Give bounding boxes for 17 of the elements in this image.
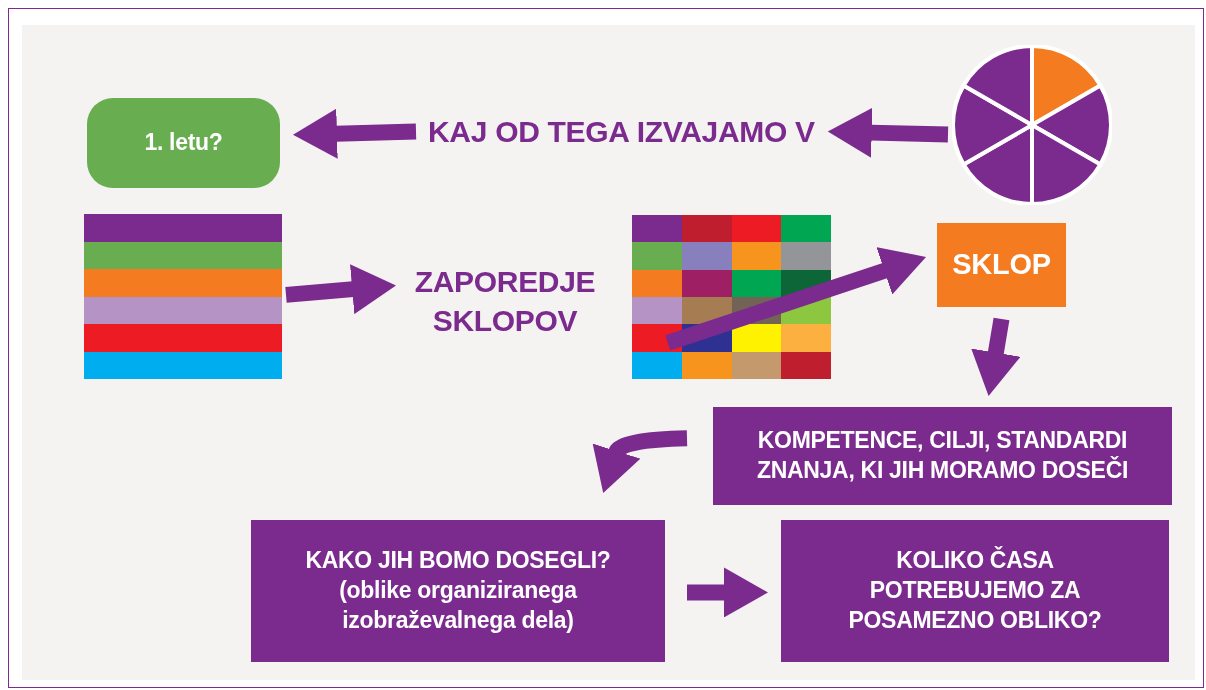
box-text: (oblike organiziranega izobraževalnega dela) bbox=[338, 576, 579, 635]
arrow bbox=[285, 264, 396, 315]
color-grid-drawing bbox=[632, 215, 831, 379]
arrow bbox=[594, 430, 688, 490]
rounded-box: 1. letu? bbox=[87, 98, 280, 188]
arrow bbox=[687, 567, 768, 618]
arrow bbox=[293, 108, 417, 159]
arrow bbox=[665, 247, 927, 351]
color-stripes-drawing bbox=[84, 214, 282, 379]
arrow bbox=[827, 107, 949, 158]
text-label: KAJ OD TEGA IZVAJAMO V bbox=[428, 114, 815, 150]
process-box: SKLOP bbox=[937, 223, 1066, 307]
text-label: ZAPOREDJE SKLOPOV bbox=[413, 264, 597, 339]
box-heading: KAKO JIH BOMO DOSEGLI? bbox=[305, 546, 611, 576]
arrow bbox=[971, 317, 1021, 396]
process-box: KOMPETENCE, CILJI, STANDARDI ZNANJA, KI JIH MORAMO DOSEČI bbox=[713, 407, 1172, 505]
process-box: KOLIKO ČASA POTREBUJEMO ZA POSAMEZNO OBLIKO? bbox=[781, 520, 1169, 662]
